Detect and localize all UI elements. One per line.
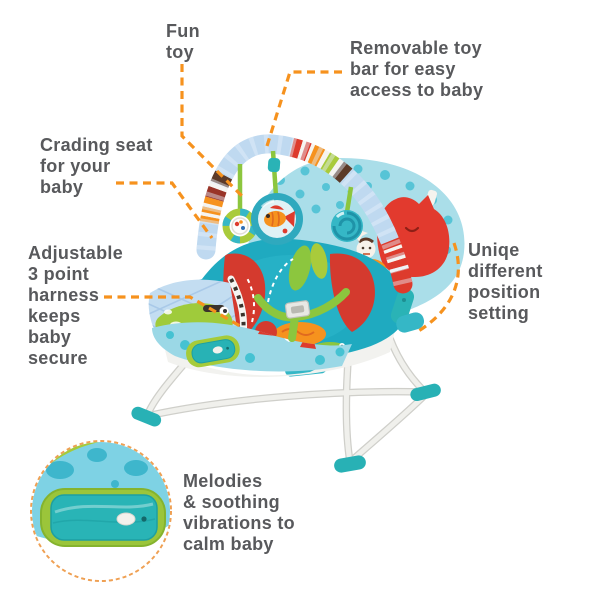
- recline-knob: [390, 288, 425, 333]
- leader-lines: [104, 64, 460, 334]
- inset-vibration-unit-closeup: [30, 440, 172, 582]
- label-crading-seat: Crading seat for your baby: [40, 135, 153, 197]
- leader-unique-position: [416, 242, 460, 334]
- label-fun-toy: Fun toy: [166, 21, 200, 62]
- harness-straps-buckle: [254, 288, 350, 342]
- hanging-rattle-ring-toy: [222, 208, 258, 244]
- label-adjustable-harness: Adjustable 3 point harness keeps baby se…: [28, 243, 124, 368]
- label-unique-position: Uniqe different position setting: [468, 240, 543, 323]
- leader-fun-toy: [180, 64, 245, 199]
- label-removable-toy-bar: Removable toy bar for easy access to bab…: [350, 38, 484, 100]
- leader-crading-seat: [116, 181, 214, 239]
- hanging-fish-toy: [251, 193, 303, 245]
- leader-removable-toy-bar: [265, 70, 342, 147]
- frame-foot-caps: [131, 383, 441, 473]
- leader-adjustable-harness: [104, 295, 241, 328]
- label-melodies: Melodies & soothing vibrations to calm b…: [183, 471, 295, 554]
- vibration-unit: [186, 335, 240, 368]
- toy-bar-arch: [196, 134, 413, 294]
- hanging-teether-ring-toy: [331, 210, 363, 242]
- toy-clip: [267, 157, 281, 173]
